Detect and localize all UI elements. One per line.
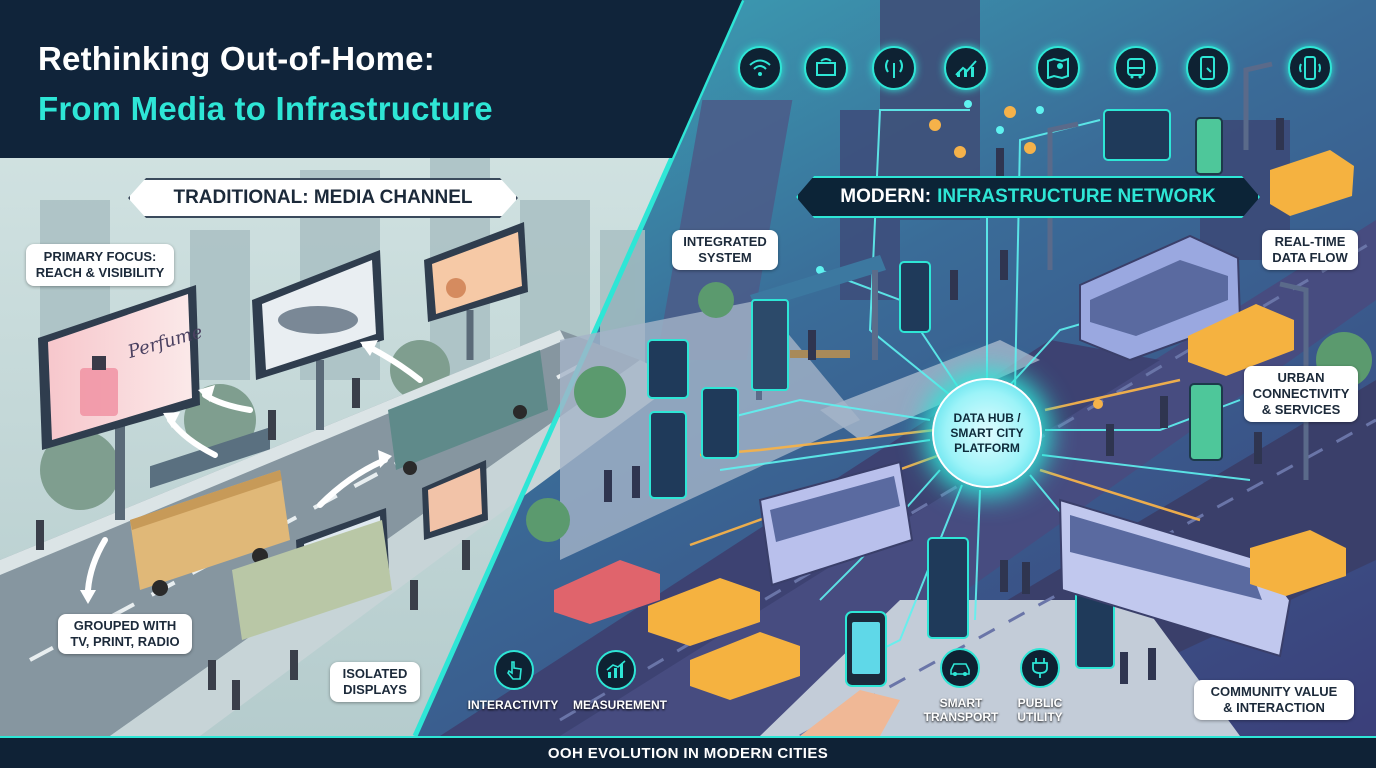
smart-transport-line-1: SMART — [939, 696, 983, 710]
title-line-1: Rethinking Out-of-Home: — [38, 40, 435, 77]
smartphone-icon — [1288, 46, 1332, 90]
integrated-system-line-2: SYSTEM — [698, 250, 752, 265]
primary-focus-label: PRIMARY FOCUS: — [43, 249, 157, 264]
screen-icon — [804, 46, 848, 90]
primary-focus-callout: PRIMARY FOCUS: REACH & VISIBILITY — [26, 244, 174, 286]
title-line-2: From Media to Infrastructure — [38, 90, 493, 127]
traditional-banner: TRADITIONAL: MEDIA CHANNEL — [128, 178, 518, 218]
grouped-with-label: GROUPED WITH — [73, 618, 177, 633]
map-icon — [1036, 46, 1080, 90]
public-utility-line-2: UTILITY — [1017, 710, 1063, 724]
urban-line-2: CONNECTIVITY — [1252, 386, 1350, 401]
hub-line-3: PLATFORM — [954, 440, 1020, 455]
urban-line-1: URBAN — [1277, 370, 1325, 385]
real-time-line-2: DATA FLOW — [1272, 250, 1348, 265]
community-line-1: COMMUNITY VALUE — [1210, 684, 1338, 699]
perfume-billboard: Perfume — [38, 285, 205, 520]
badge-label-interactivity: INTERACTIVITY — [467, 698, 559, 712]
integrated-system-callout: INTEGRATED SYSTEM — [672, 230, 778, 270]
public-utility-line-1: PUBLIC — [1017, 696, 1063, 710]
badge-label-smart-transport: SMART TRANSPORT — [918, 696, 1004, 724]
bus-icon — [1114, 46, 1158, 90]
hub-line-2: SMART CITY — [950, 425, 1024, 440]
community-callout: COMMUNITY VALUE & INTERACTION — [1194, 680, 1354, 720]
phone-touch-icon — [1186, 46, 1230, 90]
footer-bar: OOH EVOLUTION IN MODERN CITIES — [0, 736, 1376, 768]
urban-connectivity-callout: URBAN CONNECTIVITY & SERVICES — [1244, 366, 1358, 422]
real-time-callout: REAL-TIME DATA FLOW — [1262, 230, 1358, 270]
modern-banner-prefix: MODERN: — [840, 186, 932, 207]
title-panel — [0, 0, 742, 158]
grouped-with-callout: GROUPED WITH TV, PRINT, RADIO — [58, 614, 192, 654]
data-hub: DATA HUB / SMART CITY PLATFORM — [932, 378, 1042, 488]
real-time-line-1: REAL-TIME — [1274, 234, 1346, 249]
integrated-system-line-1: INTEGRATED — [683, 234, 767, 249]
touch-icon — [494, 650, 534, 690]
title: Rethinking Out-of-Home: From Media to In… — [38, 40, 493, 128]
plug-icon — [1020, 648, 1060, 688]
grouped-with-value: TV, PRINT, RADIO — [70, 634, 180, 649]
hub-line-1: DATA HUB / — [953, 410, 1021, 425]
growth-chart-icon — [944, 46, 988, 90]
badge-label-measurement: MEASUREMENT — [572, 698, 667, 712]
badge-label-public-utility: PUBLIC UTILITY — [1004, 696, 1076, 724]
urban-line-3: & SERVICES — [1261, 402, 1341, 417]
wifi-icon — [738, 46, 782, 90]
modern-banner-accent: INFRASTRUCTURE NETWORK — [937, 186, 1216, 207]
isolated-displays-callout: ISOLATED DISPLAYS — [330, 662, 420, 702]
primary-focus-value: REACH & VISIBILITY — [35, 265, 165, 280]
modern-banner: MODERN: INFRASTRUCTURE NETWORK — [796, 176, 1260, 218]
antenna-icon — [872, 46, 916, 90]
smart-transport-line-2: TRANSPORT — [923, 710, 999, 724]
car-icon — [940, 648, 980, 688]
isolated-displays-line-2: DISPLAYS — [343, 682, 407, 697]
chart-icon — [596, 650, 636, 690]
community-line-2: & INTERACTION — [1223, 700, 1325, 715]
isolated-displays-line-1: ISOLATED — [342, 666, 408, 681]
